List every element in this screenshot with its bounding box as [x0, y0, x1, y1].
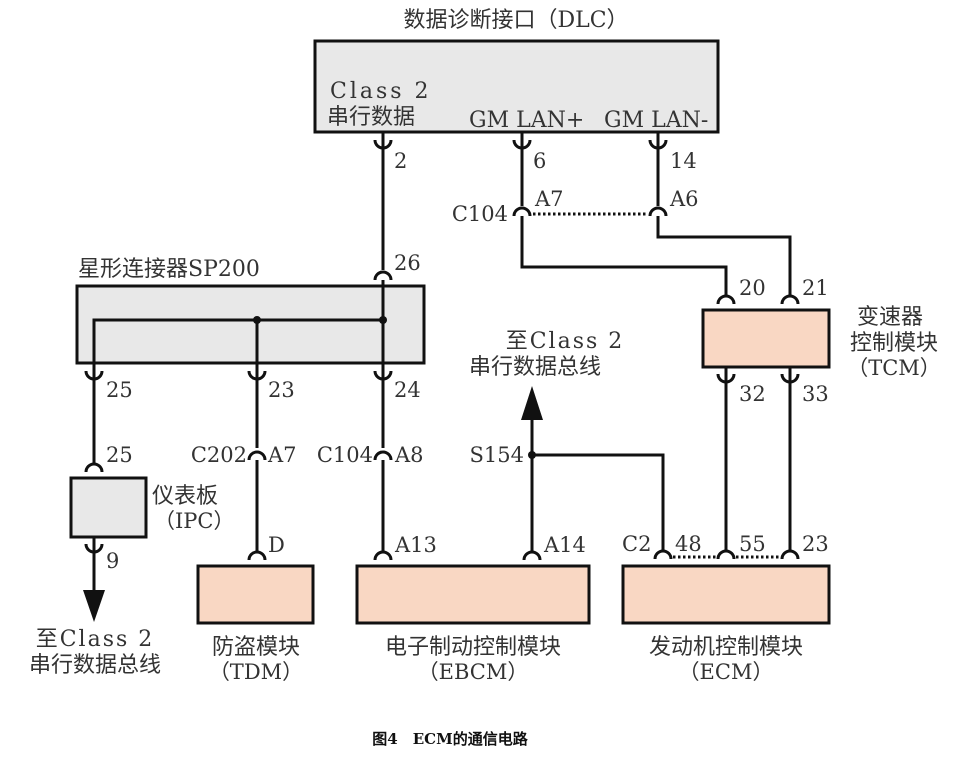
- ecm-pin-23-label: 23: [802, 532, 829, 556]
- c104-a7-connector-icon: [512, 206, 532, 217]
- sp200-pin-25-label: 25: [106, 378, 133, 402]
- dlc-pin-6-label: 6: [533, 149, 546, 173]
- ebcm-pin-a14-connector-icon: [522, 550, 542, 561]
- tcm-pin-20-connector-icon: [716, 294, 736, 305]
- c104-upper-name: C104: [452, 202, 508, 226]
- sp200-pin-26-connector-icon: [373, 270, 393, 281]
- ebcm-box: [355, 564, 591, 625]
- ecm-connector-name: C2: [622, 532, 651, 556]
- dlc-module: 数据诊断接口（DLC） Class 2 串行数据 GM LAN+ GM LAN-: [313, 8, 720, 134]
- sp200-splice-dot-24: [379, 316, 387, 324]
- ecm-box: [621, 564, 831, 625]
- tcm-label-line2: 控制模块: [850, 331, 938, 356]
- dlc-gmlan-plus-label: GM LAN+: [469, 108, 584, 133]
- sp200-pin-23-label: 23: [268, 378, 295, 402]
- ecm-module: C2 48 55 23 发动机控制模块 （ECM）: [621, 532, 831, 684]
- to-class2-left-line1: 至Class 2: [36, 627, 155, 652]
- c104-lower-pin-a8: A8: [394, 443, 424, 467]
- sp200-title: 星形连接器SP200: [78, 257, 260, 282]
- ipc-label-line2: （IPC）: [154, 509, 235, 533]
- sp200-box: [75, 284, 426, 365]
- tcm-pin-21-connector-icon: [780, 294, 800, 305]
- c104-a6-connector-icon: [648, 206, 668, 217]
- dlc-class2-label-line2: 串行数据: [327, 105, 415, 130]
- to-class2-mid-line2: 串行数据总线: [469, 355, 601, 380]
- tcm-pin-32-label: 32: [739, 382, 766, 406]
- tcm-label-line1: 变速器: [857, 305, 923, 330]
- ecm-pin-55-connector-icon: [716, 549, 736, 560]
- ecm-label-line2: （ECM）: [679, 660, 774, 684]
- c202-name: C202: [191, 443, 247, 467]
- ecm-pin-55-label: 55: [739, 532, 766, 556]
- c104-a8-connector-icon: [373, 450, 393, 461]
- ecm-pin-23-connector-icon: [780, 549, 800, 560]
- ebcm-pin-a14-label: A14: [543, 533, 586, 557]
- tcm-label-line3: （TCM）: [847, 356, 941, 380]
- ebcm-pin-a13-connector-icon: [373, 550, 393, 561]
- wire-gmlan-plus-to-tcm: [520, 216, 728, 296]
- tdm-box: [196, 564, 315, 625]
- arrow-down-icon: [83, 590, 105, 622]
- sp200-star-connector: 星形连接器SP200 26 25 23 24: [75, 251, 426, 402]
- sp200-pin-24-label: 24: [394, 378, 421, 402]
- ipc-pin-25-connector-icon: [84, 462, 104, 473]
- ipc-pin-25-label: 25: [106, 443, 133, 467]
- ipc-box: [69, 476, 148, 539]
- to-class2-left-line2: 串行数据总线: [29, 653, 161, 678]
- tcm-pin-33-label: 33: [802, 382, 829, 406]
- sp200-internal-bus: [92, 318, 383, 372]
- c104-upper-pin-a6: A6: [669, 187, 699, 211]
- s154-name: S154: [470, 443, 524, 467]
- arrow-up-icon: [521, 386, 543, 420]
- dlc-class2-label-line1: Class 2: [330, 79, 432, 104]
- ecm-label-line1: 发动机控制模块: [649, 635, 803, 660]
- to-class2-mid-line1: 至Class 2: [506, 329, 625, 354]
- ecm-pin-48-connector-icon: [653, 549, 673, 560]
- sp200-splice-dot-23: [253, 316, 261, 324]
- tdm-pin-d-connector-icon: [247, 550, 267, 561]
- wire-s154-to-ecm-48: [532, 453, 665, 552]
- ebcm-label-line2: （EBCM）: [418, 660, 529, 684]
- wire-gmlan-minus-to-tcm: [656, 216, 792, 296]
- c104-upper-pin-a7: A7: [534, 187, 564, 211]
- sp200-pin-26-label: 26: [394, 251, 421, 275]
- tdm-label-line2: （TDM）: [209, 660, 303, 684]
- tdm-label-line1: 防盗模块: [212, 635, 300, 660]
- tcm-box: [701, 308, 831, 369]
- dlc-gmlan-minus-label: GM LAN-: [604, 108, 708, 133]
- ipc-pin-9-label: 9: [106, 549, 119, 573]
- dlc-box: [313, 39, 720, 134]
- ebcm-label-line1: 电子制动控制模块: [385, 635, 561, 660]
- dlc-pin-14-label: 14: [670, 149, 697, 173]
- ebcm-pin-a13-label: A13: [394, 533, 437, 557]
- dlc-title: 数据诊断接口（DLC）: [403, 8, 628, 33]
- figure-caption: 图4 ECM的通信电路: [372, 730, 528, 748]
- ipc-label-line1: 仪表板: [152, 484, 218, 509]
- tdm-pin-d-label: D: [268, 533, 285, 557]
- ecm-pin-48-label: 48: [675, 532, 702, 556]
- tcm-pin-20-label: 20: [739, 276, 766, 300]
- c104-lower-name: C104: [317, 443, 373, 467]
- dlc-pin-2-label: 2: [394, 149, 407, 173]
- tcm-module: 20 21 变速器 控制模块 （TCM） 32 33: [701, 276, 941, 406]
- tcm-pin-21-label: 21: [802, 276, 829, 300]
- c202-a7-connector-icon: [247, 450, 267, 461]
- c202-pin-a7: A7: [267, 443, 297, 467]
